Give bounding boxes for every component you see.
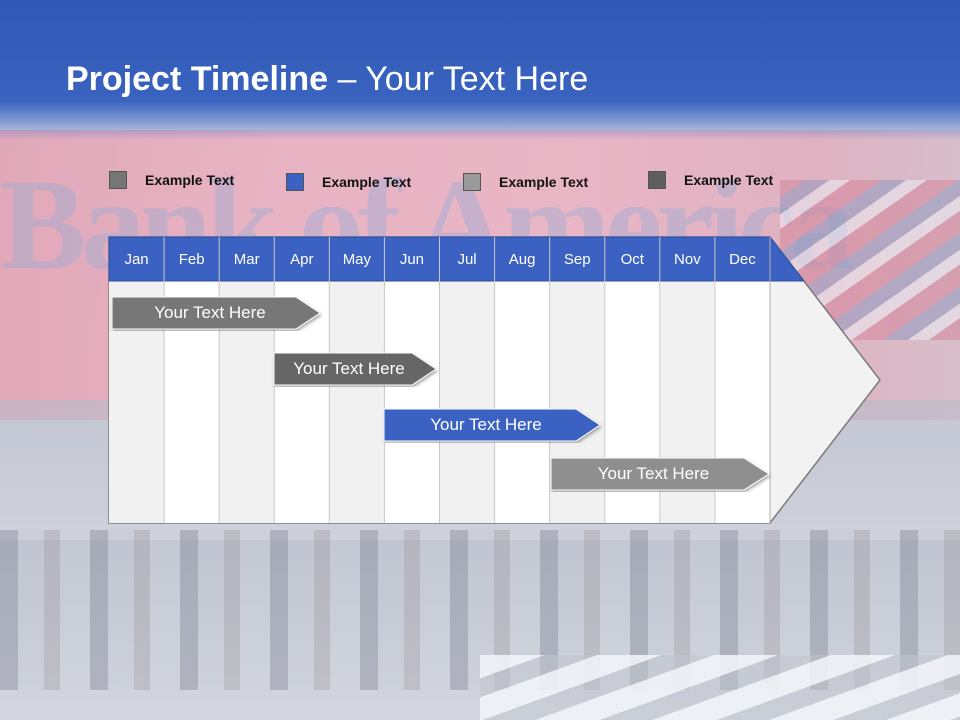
month-label-jul: Jul [457, 250, 477, 268]
legend-label-3: Example Text [499, 174, 589, 190]
task-bar-3[interactable] [383, 408, 601, 442]
legend-swatch-1 [109, 171, 127, 189]
legend-item-2[interactable]: Example Text [286, 172, 411, 192]
task-label-3: Your Text Here [430, 415, 542, 434]
header-bar: Project Timeline – Your Text Here [0, 0, 960, 140]
month-label-nov: Nov [674, 250, 701, 268]
title-bold: Project Timeline [66, 60, 329, 98]
legend-label-1: Example Text [145, 172, 235, 188]
legend-swatch-2 [286, 173, 304, 191]
legend-item-3[interactable]: Example Text [463, 172, 588, 192]
task-label-2: Your Text Here [293, 359, 405, 378]
month-column-aug [494, 281, 550, 523]
month-label-mar: Mar [233, 250, 260, 268]
legend-item-1[interactable]: Example Text [109, 170, 234, 190]
month-label-jun: Jun [399, 250, 425, 268]
task-bar-1[interactable] [111, 296, 321, 330]
legend-swatch-4 [648, 171, 666, 189]
task-bar-4[interactable] [550, 457, 770, 491]
task-bar-2[interactable] [273, 352, 437, 386]
month-label-jan: Jan [124, 250, 149, 268]
title-rest: – Your Text Here [328, 60, 589, 98]
task-label-1: Your Text Here [154, 303, 266, 322]
task-label-4: Your Text Here [597, 464, 710, 483]
legend-label-4: Example Text [684, 172, 774, 188]
legend-swatch-3 [463, 173, 481, 191]
month-label-aug: Aug [508, 250, 536, 268]
month-label-dec: Dec [729, 250, 756, 268]
month-label-oct: Oct [620, 250, 644, 268]
month-label-feb: Feb [178, 250, 205, 268]
month-label-may: May [342, 250, 372, 268]
month-column-jun [384, 281, 440, 523]
crosswalk [480, 655, 960, 720]
month-column-may [329, 281, 385, 523]
month-label-sep: Sep [563, 250, 591, 268]
legend-item-4[interactable]: Example Text [648, 170, 773, 190]
month-label-apr: Apr [290, 250, 314, 268]
month-column-jul [439, 281, 495, 523]
legend-label-2: Example Text [322, 174, 412, 190]
slide-title[interactable]: Project Timeline – Your Text Here [66, 60, 588, 99]
